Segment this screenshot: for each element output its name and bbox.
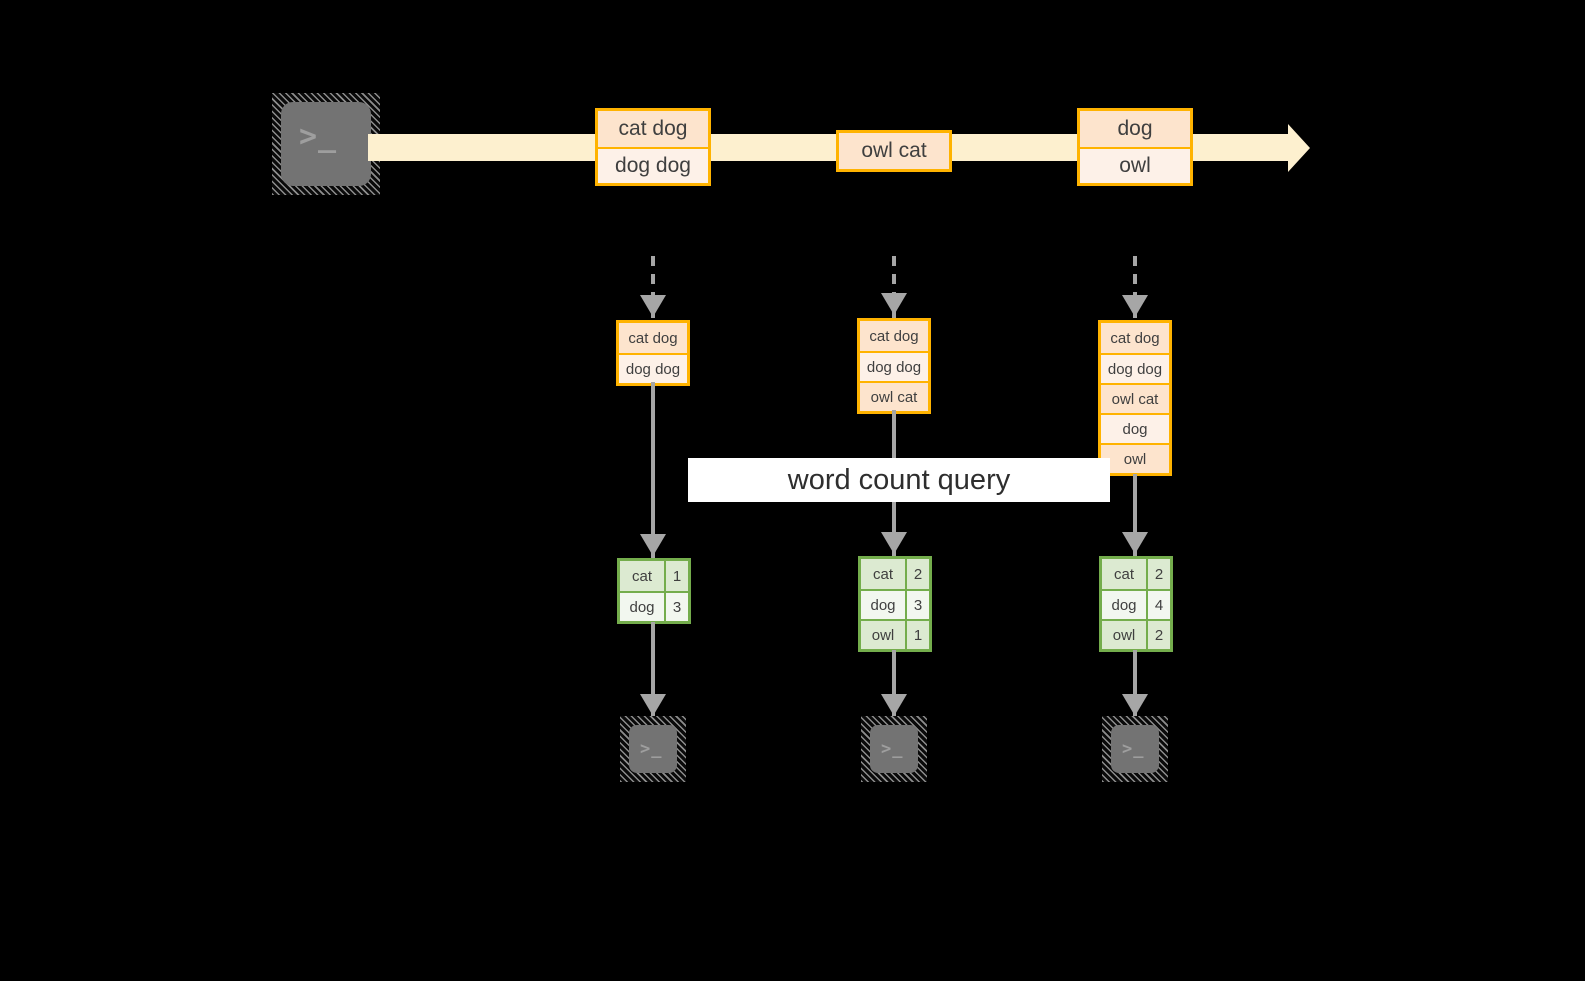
flow-arrow-icon-dashed-3 (1133, 256, 1137, 318)
terminal-screen: >_ (281, 102, 371, 186)
flow-arrow-icon-head-sink-1 (640, 694, 666, 716)
stream-event-row: owl (1080, 147, 1190, 183)
snapshot-input-row: owl cat (1101, 383, 1169, 413)
result-word: owl (861, 621, 905, 649)
result-word: cat (861, 559, 905, 589)
terminal-prompt-glyph: >_ (640, 739, 663, 759)
result-count: 4 (1146, 591, 1170, 619)
flow-connector-3 (1133, 474, 1137, 570)
flow-arrow-icon-head-3 (1122, 295, 1148, 317)
snapshot-input-row: owl (1101, 443, 1169, 473)
flow-arrow-icon-head-2 (881, 293, 907, 315)
query-label-band: word count query (688, 458, 1110, 502)
result-count: 2 (1146, 559, 1170, 589)
output-connector-3 (1133, 650, 1137, 718)
snapshot-input-box-3: cat dog dog dog owl cat dog owl (1098, 320, 1172, 476)
flow-arrow-icon-head-sink-3 (1122, 694, 1148, 716)
table-row: dog 3 (620, 591, 688, 621)
result-count: 1 (664, 561, 688, 591)
terminal-prompt-glyph: >_ (1122, 739, 1145, 759)
table-row: cat 1 (620, 561, 688, 591)
result-word: dog (861, 591, 905, 619)
result-count: 2 (1146, 621, 1170, 649)
stream-event-box-1: cat dog dog dog (595, 108, 711, 186)
table-row: owl 2 (1102, 619, 1170, 649)
flow-connector-1 (651, 382, 655, 572)
snapshot-input-row: cat dog (1101, 323, 1169, 353)
flow-arrow-icon-head-query-1 (640, 534, 666, 556)
table-row: owl 1 (861, 619, 929, 649)
snapshot-input-box-1: cat dog dog dog (616, 320, 690, 386)
result-count: 1 (905, 621, 929, 649)
result-word: dog (620, 593, 664, 621)
table-row: cat 2 (861, 559, 929, 589)
output-connector-1 (651, 622, 655, 718)
terminal-icon-sink-1: >_ (620, 716, 686, 782)
flow-arrow-icon-dashed-2 (892, 256, 896, 318)
query-label: word count query (787, 463, 1011, 496)
stream-event-box-2: owl cat (836, 130, 952, 172)
table-row: cat 2 (1102, 559, 1170, 589)
terminal-screen: >_ (870, 725, 918, 773)
result-word: cat (1102, 559, 1146, 589)
result-table-3: cat 2 dog 4 owl 2 (1099, 556, 1173, 652)
result-table-1: cat 1 dog 3 (617, 558, 691, 624)
result-word: owl (1102, 621, 1146, 649)
terminal-prompt-glyph: >_ (881, 739, 904, 759)
snapshot-input-row: dog (1101, 413, 1169, 443)
stream-event-row: owl cat (839, 133, 949, 169)
stream-arrow-icon-head (1288, 124, 1310, 172)
flow-arrow-icon-head-query-3 (1122, 532, 1148, 554)
snapshot-input-row: cat dog (619, 323, 687, 353)
snapshot-input-box-2: cat dog dog dog owl cat (857, 318, 931, 414)
snapshot-input-row: dog dog (860, 351, 928, 381)
table-row: dog 4 (1102, 589, 1170, 619)
output-connector-2 (892, 650, 896, 718)
result-count: 3 (905, 591, 929, 619)
stream-event-row: cat dog (598, 111, 708, 147)
terminal-icon-sink-3: >_ (1102, 716, 1168, 782)
result-word: cat (620, 561, 664, 591)
snapshot-input-row: dog dog (619, 353, 687, 383)
flow-arrow-icon-dashed-1 (651, 256, 655, 318)
terminal-screen: >_ (629, 725, 677, 773)
terminal-screen: >_ (1111, 725, 1159, 773)
result-word: dog (1102, 591, 1146, 619)
snapshot-input-row: cat dog (860, 321, 928, 351)
result-count: 2 (905, 559, 929, 589)
result-table-2: cat 2 dog 3 owl 1 (858, 556, 932, 652)
flow-arrow-icon-head-1 (640, 295, 666, 317)
snapshot-input-row: dog dog (1101, 353, 1169, 383)
flow-arrow-icon-head-query-2 (881, 532, 907, 554)
result-count: 3 (664, 593, 688, 621)
terminal-prompt-glyph: >_ (299, 119, 338, 154)
flow-arrow-icon-head-sink-2 (881, 694, 907, 716)
stream-event-row: dog (1080, 111, 1190, 147)
terminal-icon-sink-2: >_ (861, 716, 927, 782)
table-row: dog 3 (861, 589, 929, 619)
stream-event-box-3: dog owl (1077, 108, 1193, 186)
terminal-icon-source: >_ (272, 93, 380, 195)
snapshot-input-row: owl cat (860, 381, 928, 411)
stream-event-row: dog dog (598, 147, 708, 183)
